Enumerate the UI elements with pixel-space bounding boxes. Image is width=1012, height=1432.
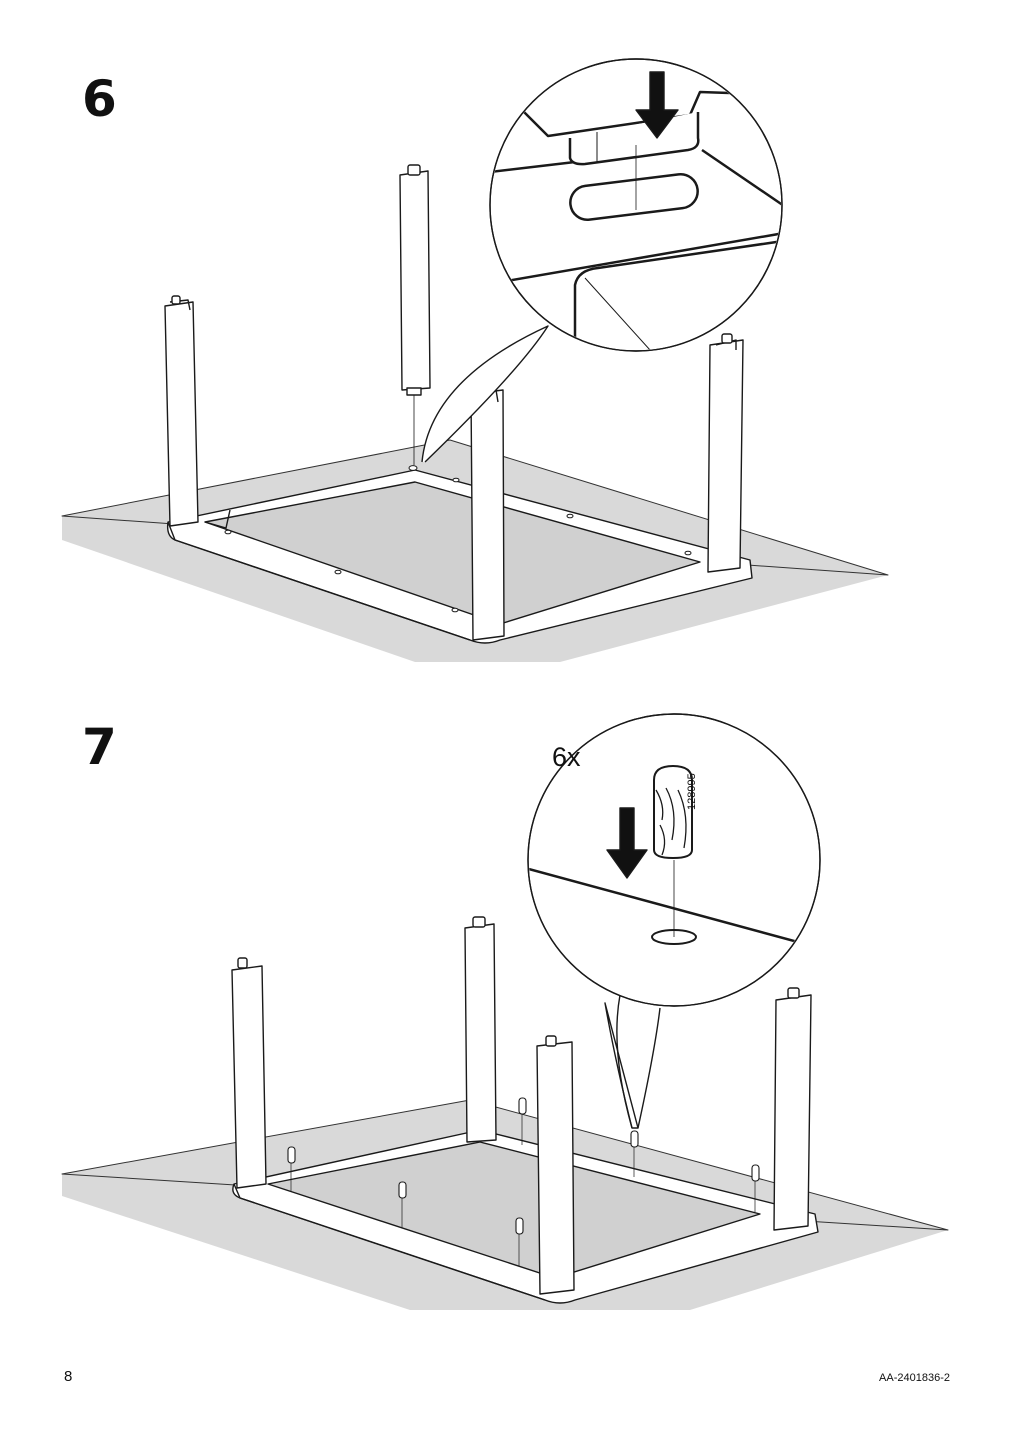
step-7-illustration (61, 713, 949, 1310)
table-leg (470, 383, 505, 641)
table-leg (231, 957, 267, 1189)
quantity-label: 6x (552, 742, 581, 772)
part-number: 128995 (686, 773, 698, 810)
table-leg-lifted (399, 164, 431, 465)
document-code: AA-2401836-2 (879, 1372, 950, 1384)
table-leg (464, 916, 497, 1143)
step-6-number: 6 (82, 70, 117, 128)
page-number: 8 (64, 1368, 73, 1385)
down-arrow-icon (635, 71, 679, 139)
table-leg (536, 1035, 575, 1295)
table-leg (164, 295, 199, 527)
magnifier-callout (489, 58, 783, 352)
table-leg (773, 987, 812, 1231)
down-arrow-icon (606, 807, 648, 879)
dowel (287, 1097, 760, 1266)
table-leg (707, 333, 744, 573)
step-7-number: 7 (82, 718, 117, 776)
dowel-icon (653, 765, 693, 859)
step-6-illustration (61, 58, 889, 662)
magnifier-callout (527, 713, 821, 1007)
